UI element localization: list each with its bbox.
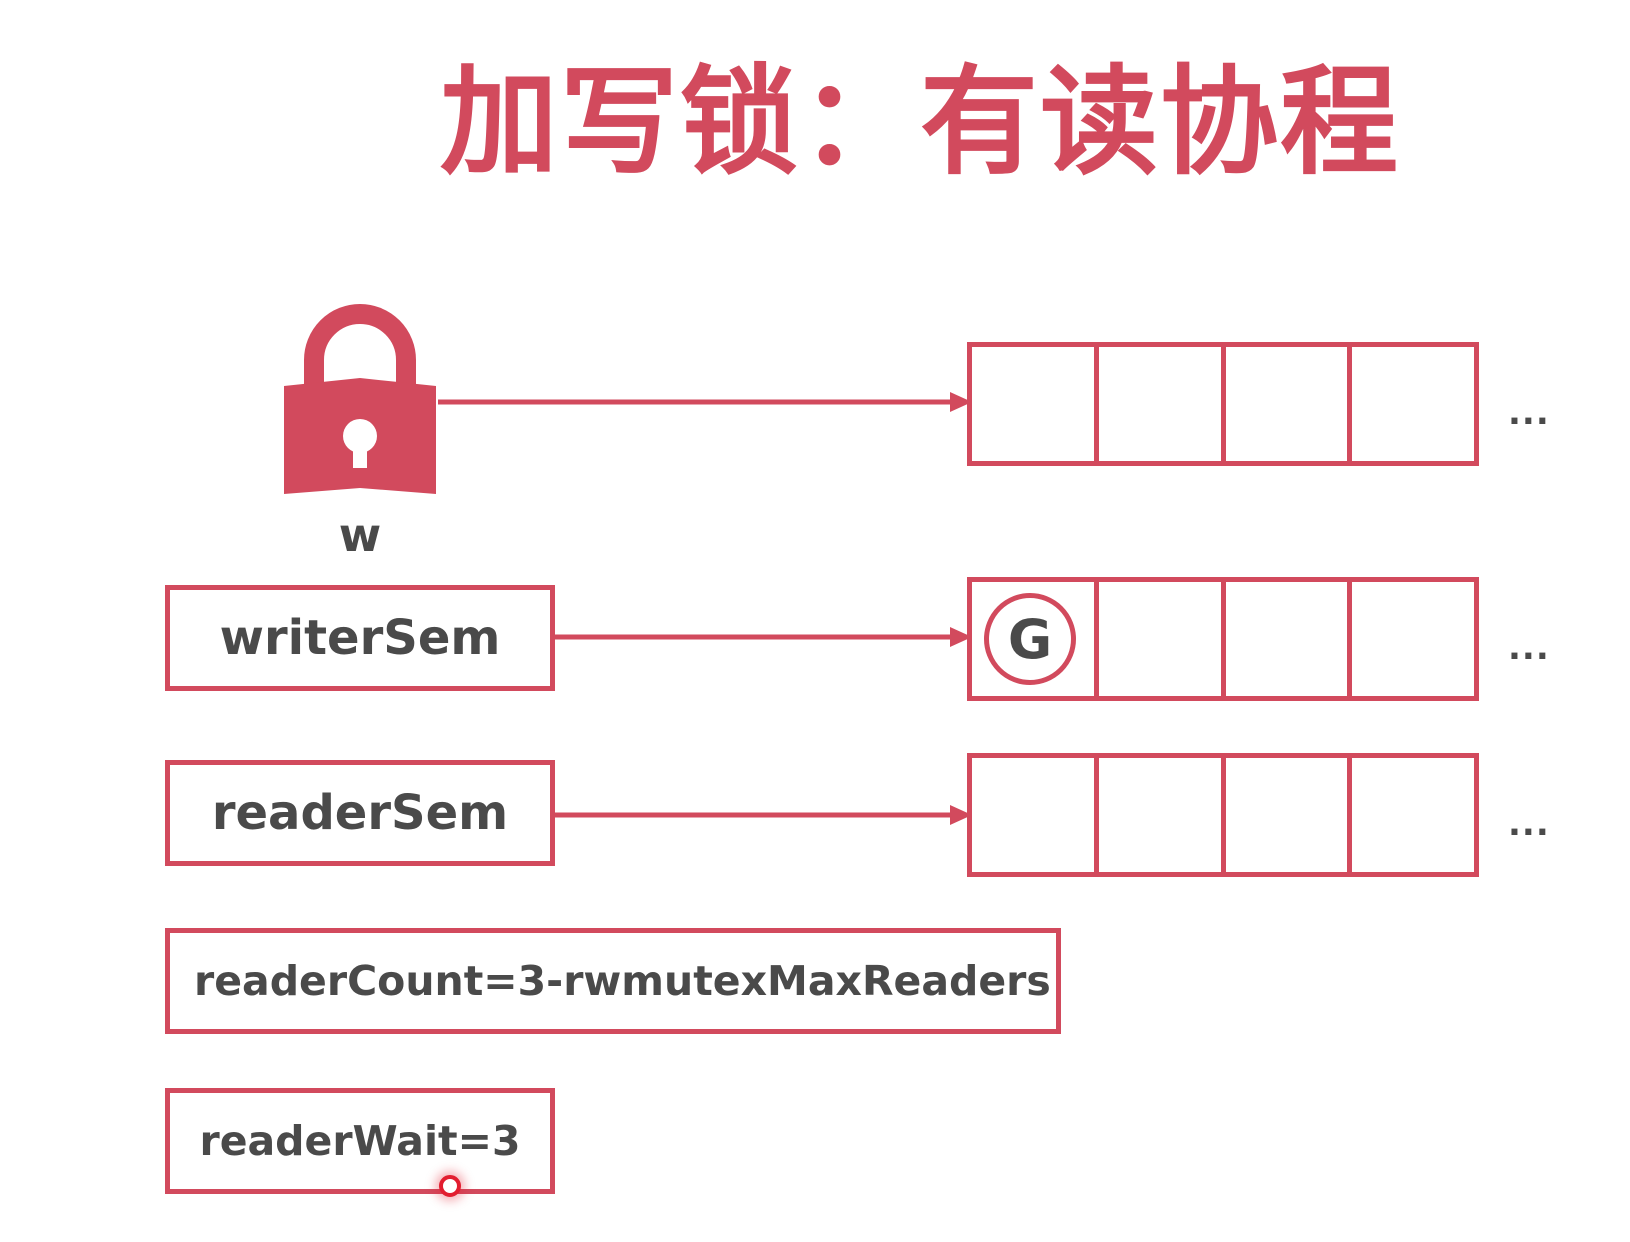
- page-title: 加写锁：有读协程: [439, 53, 1400, 191]
- reader-sem-queue: [967, 753, 1479, 877]
- lock-wait-queue: [967, 342, 1479, 466]
- queue-slot: [1226, 758, 1353, 872]
- queue-slot: [1226, 582, 1353, 696]
- queue-slot: [1352, 758, 1474, 872]
- queue-slot: G: [972, 582, 1099, 696]
- queue-slot: [1226, 347, 1353, 461]
- lock-queue-arrow: [438, 392, 972, 412]
- lock-label: w: [338, 508, 382, 562]
- reader-sem-arrow: [555, 805, 972, 825]
- goroutine-circle: G: [984, 593, 1076, 685]
- mouse-pointer: [439, 1175, 461, 1197]
- queue-slot: [1352, 582, 1474, 696]
- reader-count-box: readerCount=3-rwmutexMaxReaders: [165, 928, 1061, 1034]
- writer-sem-arrow: [555, 627, 972, 647]
- queue-slot: [1099, 347, 1226, 461]
- queue-slot: [1352, 347, 1474, 461]
- queue-slot: [1099, 582, 1226, 696]
- writer-queue-ellipsis: ...: [1508, 628, 1550, 668]
- reader-queue-ellipsis: ...: [1508, 804, 1550, 844]
- padlock-icon: [284, 304, 436, 494]
- writer-sem-queue: G: [967, 577, 1479, 701]
- queue-slot: [972, 347, 1099, 461]
- lock-queue-ellipsis: ...: [1508, 393, 1550, 433]
- writer-sem-box: writerSem: [165, 585, 555, 691]
- reader-sem-box: readerSem: [165, 760, 555, 866]
- queue-slot: [972, 758, 1099, 872]
- queue-slot: [1099, 758, 1226, 872]
- reader-wait-box: readerWait=3: [165, 1088, 555, 1194]
